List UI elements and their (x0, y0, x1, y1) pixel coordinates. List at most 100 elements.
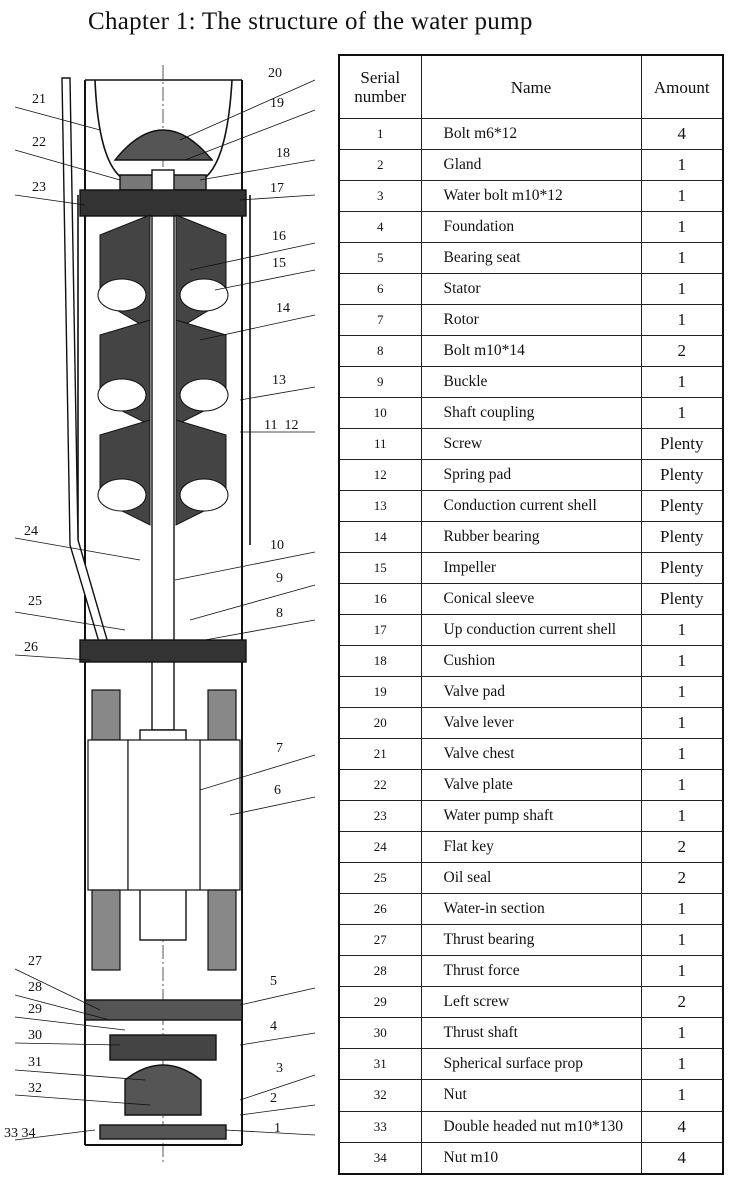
cell-amount: Plenty (640, 521, 724, 554)
cell-amount: 4 (640, 1110, 724, 1143)
cell-amount: 1 (640, 149, 724, 182)
label-4: 4 (270, 1019, 277, 1034)
header-name: Name (420, 54, 642, 119)
cell-name: Nut m10 (420, 1141, 642, 1175)
cell-name: Impeller (420, 552, 642, 585)
cell-amount: 1 (640, 242, 724, 275)
cell-amount: 2 (640, 862, 724, 895)
cell-name: Stator (420, 273, 642, 306)
cell-name: Bearing seat (420, 242, 642, 275)
cell-name: Spring pad (420, 459, 642, 492)
cell-amount: 1 (640, 707, 724, 740)
label-6: 6 (274, 783, 281, 798)
stator-core-left (87, 739, 129, 891)
label-23: 23 (32, 180, 46, 195)
cell-name: Screw (420, 428, 642, 461)
label-32: 32 (28, 1081, 42, 1096)
cell-amount: Plenty (640, 552, 724, 585)
cell-serial-number: 26 (338, 893, 422, 926)
cell-serial-number: 23 (338, 800, 422, 833)
label-2: 2 (270, 1091, 277, 1106)
cell-amount: 2 (640, 986, 724, 1019)
cell-serial-number: 34 (338, 1141, 422, 1175)
page-title: Chapter 1: The structure of the water pu… (88, 8, 533, 35)
cell-name: Water pump shaft (420, 800, 642, 833)
stator-winding-top-right (207, 689, 237, 741)
label-22: 22 (32, 135, 46, 150)
cell-name: Valve lever (420, 707, 642, 740)
label-31: 31 (28, 1055, 42, 1070)
cell-amount: 1 (640, 769, 724, 802)
leader-lines (14, 79, 316, 1141)
label-21: 21 (32, 92, 46, 107)
cell-amount: 1 (640, 893, 724, 926)
label-10: 10 (270, 538, 284, 553)
label-9: 9 (276, 571, 283, 586)
cell-name: Cushion (420, 645, 642, 678)
cell-name: Conical sleeve (420, 583, 642, 616)
cell-name: Water-in section (420, 893, 642, 926)
label-15: 15 (272, 256, 286, 271)
cell-name: Left screw (420, 986, 642, 1019)
outer-casing (84, 80, 243, 1145)
cell-name: Rotor (420, 304, 642, 337)
cell-amount: 1 (640, 211, 724, 244)
cell-serial-number: 33 (338, 1110, 422, 1143)
label-8: 8 (276, 606, 283, 621)
cell-amount: 4 (640, 117, 724, 151)
cell-amount: 1 (640, 304, 724, 337)
cell-amount: 1 (640, 1079, 724, 1112)
cell-name: Valve plate (420, 769, 642, 802)
motor-section (87, 689, 241, 971)
cell-amount: Plenty (640, 490, 724, 523)
cell-name: Valve pad (420, 676, 642, 709)
cell-amount: 4 (640, 1141, 724, 1175)
pump-cross-section-diagram: 21 22 23 24 25 26 27 28 29 30 31 32 33 3… (4, 65, 316, 1165)
cell-serial-number: 19 (338, 676, 422, 709)
cell-serial-number: 22 (338, 769, 422, 802)
cell-amount: 1 (640, 800, 724, 833)
cell-amount: Plenty (640, 583, 724, 616)
cell-name: Gland (420, 149, 642, 182)
cell-name: Nut (420, 1079, 642, 1112)
cell-name: Bolt m10*14 (420, 335, 642, 368)
cell-serial-number: 31 (338, 1048, 422, 1081)
cell-serial-number: 30 (338, 1017, 422, 1050)
cell-serial-number: 29 (338, 986, 422, 1019)
label-25: 25 (28, 594, 42, 609)
cell-serial-number: 11 (338, 428, 422, 461)
cell-name: Valve chest (420, 738, 642, 771)
label-5: 5 (270, 974, 277, 989)
cell-name: Thrust force (420, 955, 642, 988)
cell-amount: 2 (640, 831, 724, 864)
cell-serial-number: 27 (338, 924, 422, 957)
cell-serial-number: 20 (338, 707, 422, 740)
cell-name: Rubber bearing (420, 521, 642, 554)
label-1: 1 (274, 1121, 281, 1136)
cell-serial-number: 9 (338, 366, 422, 399)
cell-amount: 1 (640, 676, 724, 709)
label-19: 19 (270, 96, 284, 111)
header-amount: Amount (640, 54, 724, 119)
cell-name: Double headed nut m10*130 (420, 1110, 642, 1143)
cell-amount: 1 (640, 1017, 724, 1050)
